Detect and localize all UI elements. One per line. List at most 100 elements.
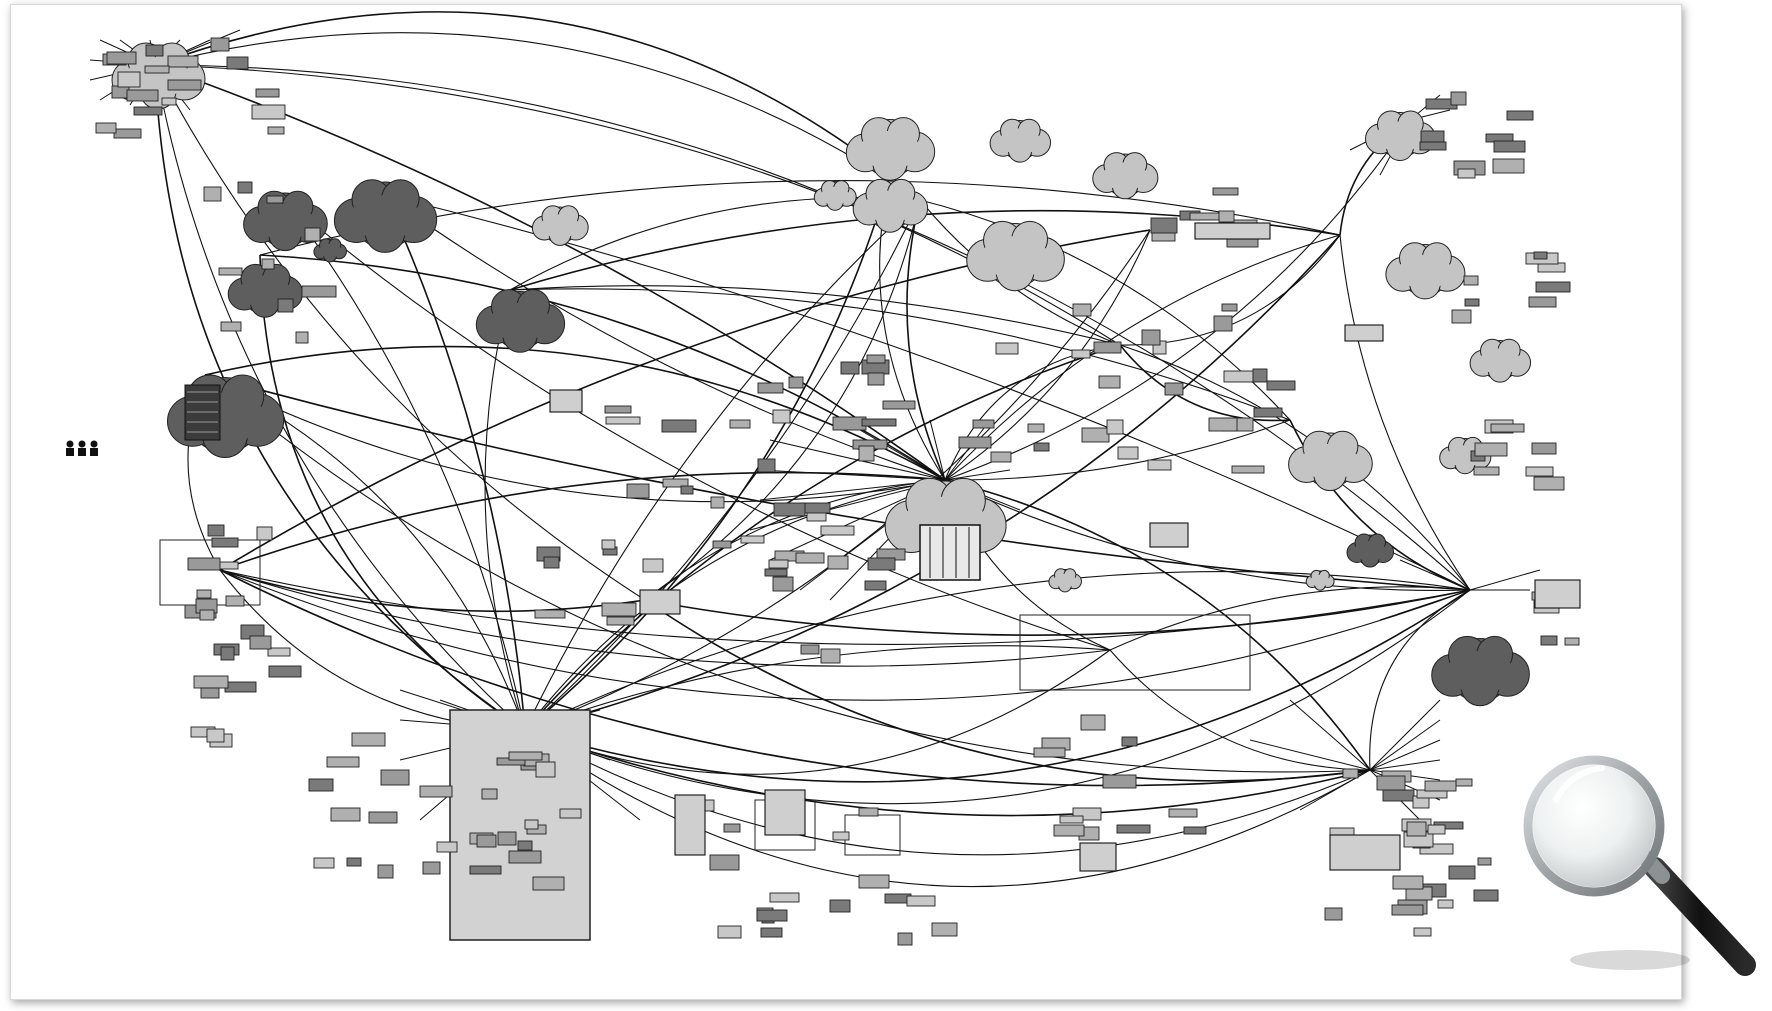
device-box — [1266, 380, 1296, 391]
connection-line — [524, 729, 1371, 856]
user-body — [66, 448, 74, 456]
device-box — [326, 756, 360, 768]
cloud-core — [1446, 651, 1514, 694]
central-hub-frame — [449, 709, 591, 941]
device-box — [199, 609, 215, 621]
device-box — [167, 79, 202, 91]
device-box — [1324, 907, 1343, 921]
spoke-line — [759, 469, 946, 481]
device-box — [680, 485, 694, 495]
connection-line — [154, 11, 921, 201]
network-cloud — [475, 289, 566, 353]
device-box — [626, 483, 650, 499]
connection-line — [644, 199, 921, 601]
device-box — [207, 524, 225, 537]
device-box — [773, 502, 806, 517]
device-box — [800, 644, 820, 655]
magnifier-shadow — [1570, 950, 1690, 970]
segment-frame — [1019, 614, 1251, 691]
connection-line — [384, 194, 526, 731]
device-box — [226, 56, 249, 70]
network-cloud — [333, 179, 438, 253]
device-box-large — [549, 389, 583, 413]
device-box — [1116, 824, 1151, 834]
device-box — [1493, 140, 1526, 153]
device-box — [196, 589, 212, 599]
user-head — [90, 440, 98, 448]
device-box — [543, 556, 560, 569]
cloud-core — [1354, 541, 1386, 561]
device-box — [1164, 382, 1184, 396]
device-box — [277, 298, 294, 313]
connection-line — [644, 589, 1471, 636]
device-box-large — [1534, 579, 1581, 609]
device-box-large — [1194, 222, 1271, 240]
connection-line — [906, 199, 946, 481]
cloud-core — [1376, 121, 1424, 152]
device-box — [990, 451, 1012, 463]
cloud-core — [859, 130, 921, 169]
device-box — [1081, 427, 1110, 443]
device-box — [1231, 465, 1265, 474]
user-body — [78, 448, 86, 456]
device-box — [601, 602, 637, 617]
device-box — [861, 418, 897, 427]
device-box — [200, 687, 220, 699]
cloud-core — [540, 214, 580, 239]
device-box — [606, 616, 635, 626]
device-box — [1424, 780, 1457, 792]
device-box — [605, 416, 641, 425]
connection-line — [944, 479, 1371, 771]
device-box — [368, 811, 398, 824]
device-box — [1473, 466, 1500, 476]
cloud-core — [256, 203, 314, 240]
device-box — [301, 285, 337, 298]
cloud-core — [349, 195, 421, 240]
device-box — [858, 807, 879, 817]
device-box — [1093, 341, 1122, 354]
cloud-core — [318, 243, 342, 258]
device-box — [757, 382, 784, 394]
device-box — [144, 65, 170, 74]
users-icon — [66, 440, 98, 456]
device-box — [1212, 187, 1239, 196]
spoke-line — [944, 469, 1011, 481]
magnifier-lens — [1533, 765, 1655, 887]
device-box — [517, 840, 533, 851]
device-box — [1437, 899, 1454, 909]
connection-line — [524, 344, 1121, 731]
connection-line — [154, 64, 526, 731]
device-box — [1102, 774, 1137, 789]
device-box — [346, 857, 362, 867]
device-box — [187, 557, 221, 571]
device-box — [662, 478, 689, 488]
device-box — [1080, 714, 1106, 731]
device-box — [1457, 168, 1476, 179]
device-box-large — [639, 589, 681, 615]
connection-line — [259, 254, 526, 731]
connection-line — [509, 285, 1121, 346]
network-cloud — [1431, 635, 1530, 707]
device-box — [1525, 466, 1554, 477]
device-box-large — [1329, 834, 1401, 871]
device-box — [218, 267, 243, 276]
device-box — [419, 785, 453, 798]
device-box — [237, 181, 253, 194]
device-box — [508, 751, 543, 761]
device-box — [481, 788, 498, 800]
spoke-line — [1369, 739, 1441, 771]
connection-line — [284, 199, 1111, 651]
connection-line — [524, 199, 921, 731]
device-box — [1027, 423, 1045, 433]
spoke-line — [1369, 699, 1441, 771]
device-box — [882, 400, 916, 410]
device-box — [1033, 747, 1066, 758]
device-box — [1427, 824, 1446, 835]
network-cloud — [313, 238, 347, 263]
device-box — [832, 831, 850, 841]
connection-line — [154, 64, 646, 601]
device-box — [220, 646, 235, 661]
device-box — [261, 258, 275, 270]
connection-line — [644, 479, 946, 601]
